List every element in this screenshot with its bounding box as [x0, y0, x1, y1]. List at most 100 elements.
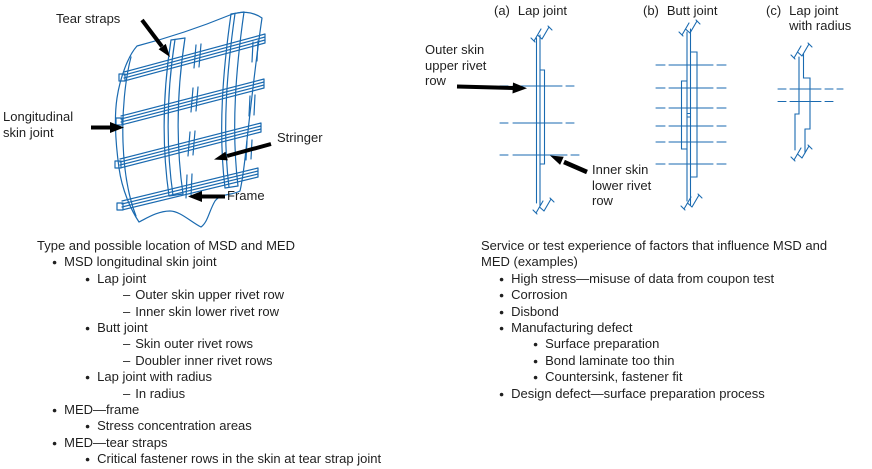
inner-skin-note: Inner skin lower rivet row — [592, 162, 652, 208]
list-item-text: Stress concentration areas — [97, 418, 252, 434]
joint-diagrams — [499, 19, 844, 215]
list-item: ● Lap joint with radius — [37, 369, 461, 385]
list-item-text: Outer skin upper rivet row — [135, 287, 285, 303]
list-item-text: Corrosion — [511, 287, 568, 303]
bullet-marker: ● — [499, 290, 505, 301]
list-item-text: MED—frame — [64, 402, 140, 418]
list-item: ● Bond laminate too thin — [481, 353, 863, 369]
bullet-marker: ● — [499, 323, 505, 334]
dash-marker: – — [123, 385, 131, 401]
bullet-marker: ● — [85, 273, 91, 284]
fuselage-drawing — [114, 11, 266, 228]
list-item-text: Bond laminate too thin — [545, 352, 675, 368]
joint-b-title: Butt joint — [666, 3, 718, 18]
factors-list-items: ● High stress—misuse of data from coupon … — [481, 271, 863, 402]
list-item-text: In radius — [135, 385, 186, 401]
list-item-text: Lap joint with radius — [97, 369, 213, 385]
list-item: ● Lap joint — [37, 271, 461, 287]
joint-c-prefix: (c) — [766, 3, 782, 18]
joint-b-label: (b) Butt joint — [643, 3, 717, 18]
list-item-text: Disbond — [511, 303, 559, 319]
joint-a-title: Lap joint — [517, 3, 568, 18]
list-item-text: MSD longitudinal skin joint — [64, 254, 217, 270]
bullet-marker: ● — [499, 273, 505, 284]
bullet-marker: ● — [85, 454, 91, 465]
stringer-label: Stringer — [277, 130, 323, 145]
bullet-marker: ● — [52, 405, 58, 416]
tear-strap-strips — [185, 43, 202, 199]
list-item: ● Design defect—surface preparation proce… — [481, 386, 863, 402]
skin-joint-edge — [122, 56, 137, 217]
list-item-text: Manufacturing defect — [511, 320, 633, 336]
longitudinal-skin-joint-label: Longitudinal skin joint — [3, 109, 74, 140]
bullet-marker: ● — [499, 388, 505, 399]
frame-label: Frame — [227, 188, 265, 203]
bullet-marker: ● — [52, 257, 58, 268]
list-item-text: Design defect—surface preparation proces… — [511, 385, 765, 401]
dash-marker: – — [123, 336, 131, 352]
joint-a-label: (a) Lap joint — [494, 3, 567, 18]
bullet-marker: ● — [533, 339, 539, 350]
list-item-text: Lap joint — [97, 270, 147, 286]
msd-list-title: Type and possible location of MSD and ME… — [37, 238, 295, 253]
msd-factors-list: Service or test experience of factors th… — [481, 238, 863, 402]
longitudinal-skin-joint-arrow-icon — [91, 122, 124, 133]
lap-joint-radius-diagram — [777, 42, 844, 162]
list-item: ● Butt joint — [37, 320, 461, 336]
annotation-arrows — [91, 18, 588, 202]
inner-skin-arrow-icon — [550, 155, 588, 175]
list-item: ●MED—tear straps — [37, 435, 461, 451]
outer-skin-note: Outer skin upper rivet row — [425, 42, 487, 88]
tear-straps-label: Tear straps — [56, 11, 121, 26]
list-item: –Doubler inner rivet rows — [37, 353, 461, 369]
list-item: ● Surface preparation — [481, 336, 863, 352]
list-item: ● High stress—misuse of data from coupon … — [481, 271, 863, 287]
list-item: ● Disbond — [481, 304, 863, 320]
lap-joint-diagram — [499, 25, 580, 215]
list-item: ● MED—frame — [37, 402, 461, 418]
list-item: ● Countersink, fastener fit — [481, 369, 863, 385]
list-item-text: Skin outer rivet rows — [135, 336, 253, 352]
joint-b-prefix: (b) — [643, 3, 659, 18]
stringers — [114, 33, 266, 211]
skin-outline — [114, 11, 263, 228]
list-item-text: Butt joint — [97, 320, 148, 336]
msd-list-items: ●MSD longitudinal skin joint●Lap joint–O… — [37, 254, 461, 467]
list-item-text: Surface preparation — [545, 336, 660, 352]
bullet-marker: ● — [85, 323, 91, 334]
outer-skin-arrow-icon — [456, 82, 527, 94]
list-item: –Skin outer rivet rows — [37, 336, 461, 352]
list-item: –Inner skin lower rivet row — [37, 304, 461, 320]
factors-list-title: Service or test experience of factors th… — [481, 238, 828, 270]
list-item: ● Corrosion — [481, 287, 863, 303]
list-item: ● Manufacturing defect — [481, 320, 863, 336]
joint-a-prefix: (a) — [494, 3, 510, 18]
list-item-text: MED—tear straps — [64, 434, 168, 450]
dash-marker: – — [123, 352, 131, 368]
frame-arrow-icon — [188, 191, 225, 202]
stringer-arrow-icon — [214, 142, 272, 161]
list-item-text: High stress—misuse of data from coupon t… — [511, 270, 775, 286]
bullet-marker: ● — [85, 372, 91, 383]
joint-c-title: Lap joint with radius — [789, 3, 852, 33]
list-item-text: Countersink, fastener fit — [545, 369, 683, 385]
bullet-marker: ● — [533, 372, 539, 383]
list-item: ● MSD longitudinal skin joint — [37, 254, 461, 270]
butt-joint-diagram — [655, 19, 727, 211]
dash-marker: – — [123, 303, 131, 319]
bullet-marker: ● — [533, 355, 539, 366]
joint-c-label: (c) Lap joint with radius — [766, 3, 861, 33]
list-item-text: Doubler inner rivet rows — [135, 352, 273, 368]
list-item-text: Inner skin lower rivet row — [135, 303, 280, 319]
dash-marker: – — [123, 287, 131, 303]
bullet-marker: ● — [85, 421, 91, 432]
bullet-marker: ● — [499, 306, 505, 317]
list-item: ● Critical fastener rows in the skin at t… — [37, 451, 461, 467]
list-item-text: Critical fastener rows in the skin at te… — [97, 451, 382, 467]
list-item: –In radius — [37, 386, 461, 402]
list-item: –Outer skin upper rivet row — [37, 287, 461, 303]
list-item: ● Stress concentration areas — [37, 418, 461, 434]
msd-location-list: Type and possible location of MSD and ME… — [37, 238, 461, 468]
